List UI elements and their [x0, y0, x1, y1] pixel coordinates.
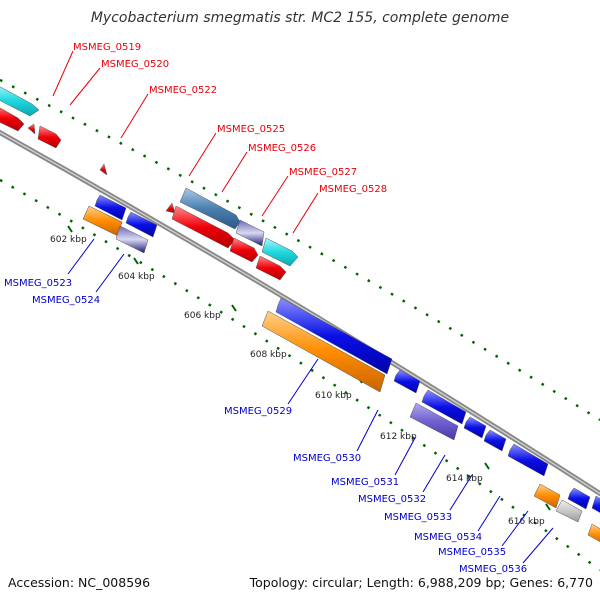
gene-label[interactable]: MSMEG_0523: [4, 278, 72, 289]
topology-info: Topology: circular; Length: 6,988,209 bp…: [249, 575, 593, 590]
gene-feature-blue[interactable]: [507, 443, 549, 477]
tick-label: 608 kbp: [250, 350, 287, 360]
gene-feature-red[interactable]: [0, 105, 25, 132]
gene-label[interactable]: MSMEG_0529: [224, 406, 292, 417]
gene-feature-red[interactable]: [37, 125, 62, 149]
gene-feature-gray[interactable]: [555, 499, 583, 523]
gene-feature-red[interactable]: [229, 237, 259, 263]
gene-label[interactable]: MSMEG_0528: [319, 184, 387, 195]
gene-feature-blue[interactable]: [567, 487, 591, 510]
gene-feature-orange[interactable]: [587, 523, 600, 545]
tick-mark: [133, 257, 139, 265]
tick-label: 610 kbp: [315, 391, 352, 401]
map-title: Mycobacterium smegmatis str. MC2 155, co…: [91, 10, 509, 26]
gene-label[interactable]: MSMEG_0519: [73, 42, 141, 53]
forward-label-leaders: [52, 50, 319, 234]
gene-feature-blue[interactable]: [421, 389, 467, 425]
gene-label[interactable]: MSMEG_0524: [32, 295, 100, 306]
accession-label: Accession: NC_008596: [8, 575, 150, 590]
gene-label[interactable]: MSMEG_0530: [293, 453, 361, 464]
reverse-strand-features: [82, 194, 600, 545]
gene-label[interactable]: MSMEG_0522: [149, 85, 217, 96]
gene-label[interactable]: MSMEG_0535: [438, 547, 506, 558]
tick-label: 612 kbp: [380, 432, 417, 442]
gene-feature-purple[interactable]: [409, 402, 459, 441]
gene-label[interactable]: MSMEG_0533: [384, 512, 452, 523]
tick-label: 604 kbp: [118, 272, 155, 282]
gene-label[interactable]: MSMEG_0525: [217, 124, 285, 135]
tick-label: 614 kbp: [446, 474, 483, 484]
gene-feature-red-small[interactable]: [99, 163, 108, 176]
gene-feature-navy[interactable]: [115, 225, 149, 254]
tick-label: 606 kbp: [184, 311, 221, 321]
genome-backbone: [0, 129, 600, 497]
gene-feature-blue[interactable]: [483, 429, 507, 452]
gene-feature-cyan[interactable]: [261, 237, 299, 267]
reverse-label-leaders: [67, 238, 554, 564]
dotted-guide-lines: [0, 78, 600, 572]
gene-feature-cyan[interactable]: [0, 84, 40, 117]
gene-feature-orange[interactable]: [261, 310, 386, 393]
gene-label[interactable]: MSMEG_0527: [289, 167, 357, 178]
gene-feature-blue[interactable]: [591, 495, 600, 516]
tick-mark: [484, 462, 490, 470]
gene-label[interactable]: MSMEG_0536: [459, 564, 527, 575]
forward-strand-features: [0, 84, 299, 281]
scale-tick-labels: 602 kbp 604 kbp 606 kbp 608 kbp 610 kbp …: [50, 235, 545, 527]
gene-feature-red[interactable]: [255, 255, 287, 281]
gene-label[interactable]: MSMEG_0532: [358, 494, 426, 505]
gene-feature-red[interactable]: [171, 205, 236, 249]
gene-feature-red-small[interactable]: [27, 123, 36, 135]
reverse-gene-labels: MSMEG_0523 MSMEG_0524 MSMEG_0529 MSMEG_0…: [4, 278, 527, 575]
gene-label[interactable]: MSMEG_0531: [331, 477, 399, 488]
scale-ticks: [67, 225, 551, 511]
gene-label[interactable]: MSMEG_0526: [248, 143, 316, 154]
tick-mark: [67, 225, 73, 233]
tick-label: 616 kbp: [508, 517, 545, 527]
gene-feature-blue[interactable]: [463, 416, 487, 439]
gene-feature-orange[interactable]: [533, 483, 561, 509]
gene-feature-red-small[interactable]: [165, 202, 176, 214]
outer-dotted-line: [0, 78, 600, 422]
gene-feature-blue[interactable]: [393, 369, 421, 394]
inner-dotted-line: [0, 178, 600, 572]
forward-gene-labels: MSMEG_0519 MSMEG_0520 MSMEG_0522 MSMEG_0…: [73, 42, 387, 195]
gene-feature-navy[interactable]: [235, 219, 265, 247]
tick-label: 602 kbp: [50, 235, 87, 245]
gene-label[interactable]: MSMEG_0534: [414, 532, 482, 543]
gene-feature-steel[interactable]: [179, 187, 241, 230]
gene-feature-blue[interactable]: [125, 211, 158, 238]
tick-mark: [545, 503, 551, 511]
gene-label[interactable]: MSMEG_0520: [101, 59, 169, 70]
gene-feature-blue[interactable]: [94, 194, 127, 221]
gene-feature-blue[interactable]: [275, 297, 393, 375]
tick-mark: [231, 304, 237, 312]
